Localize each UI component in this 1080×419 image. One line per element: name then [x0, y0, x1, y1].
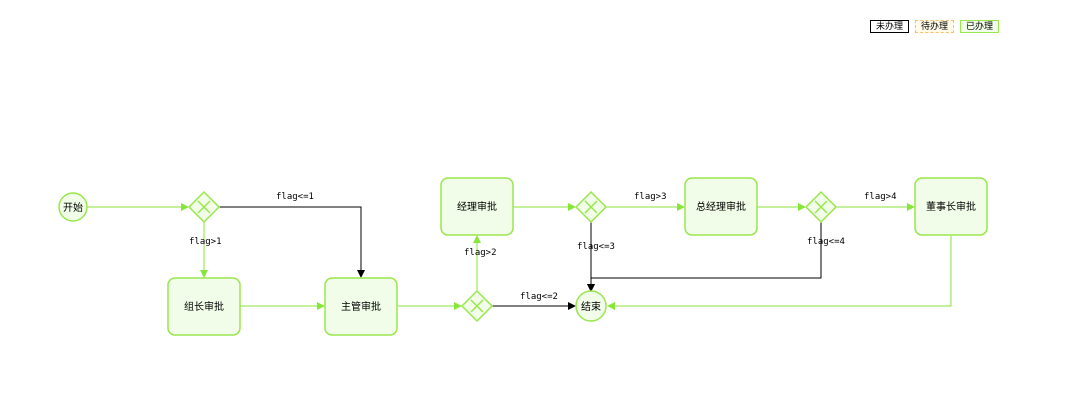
task-chairman[interactable]: 董事长审批: [914, 177, 988, 236]
start-event[interactable]: 开始: [58, 192, 88, 222]
task-general-manager[interactable]: 总经理审批: [684, 177, 758, 236]
task-general-manager-label: 总经理审批: [696, 200, 746, 213]
task-group-leader[interactable]: 组长审批: [167, 277, 241, 336]
edge-g1-supervisor: [219, 206, 365, 278]
edge-g4-end: [587, 222, 822, 292]
gateway-2[interactable]: [460, 289, 494, 323]
legend-todo: 未办理: [870, 20, 910, 33]
start-label: 开始: [63, 201, 83, 214]
task-manager-label: 经理审批: [457, 200, 497, 213]
task-chairman-label: 董事长审批: [926, 200, 976, 213]
task-group-leader-label: 组长审批: [184, 300, 224, 313]
label-g2-le2: flag<=2: [520, 292, 558, 302]
gateway-1[interactable]: [187, 190, 221, 224]
end-event[interactable]: 结束: [575, 290, 607, 322]
edge-chairman-end: [607, 236, 952, 310]
label-g3-le3: flag<=3: [577, 242, 615, 252]
label-g2-gt2: flag>2: [464, 248, 497, 258]
label-g4-le4: flag<=4: [807, 237, 845, 247]
gateway-x-icon: [584, 200, 598, 214]
label-g3-gt3: flag>3: [634, 192, 667, 202]
label-g1-le1: flag<=1: [276, 192, 314, 202]
legend-done: 已办理: [960, 20, 1000, 33]
task-manager[interactable]: 经理审批: [440, 177, 514, 236]
legend: 未办理 待办理 已办理: [870, 20, 1000, 33]
gateway-x-icon: [814, 200, 828, 214]
label-g1-gt1: flag>1: [189, 237, 222, 247]
gateway-x-icon: [197, 200, 211, 214]
task-supervisor[interactable]: 主管审批: [324, 277, 398, 336]
label-g4-gt4: flag>4: [864, 192, 897, 202]
end-label: 结束: [581, 300, 601, 313]
task-supervisor-label: 主管审批: [341, 300, 381, 313]
gateway-4[interactable]: [804, 190, 838, 224]
gateway-x-icon: [470, 299, 484, 313]
legend-pending: 待办理: [915, 20, 955, 33]
gateway-3[interactable]: [574, 190, 608, 224]
